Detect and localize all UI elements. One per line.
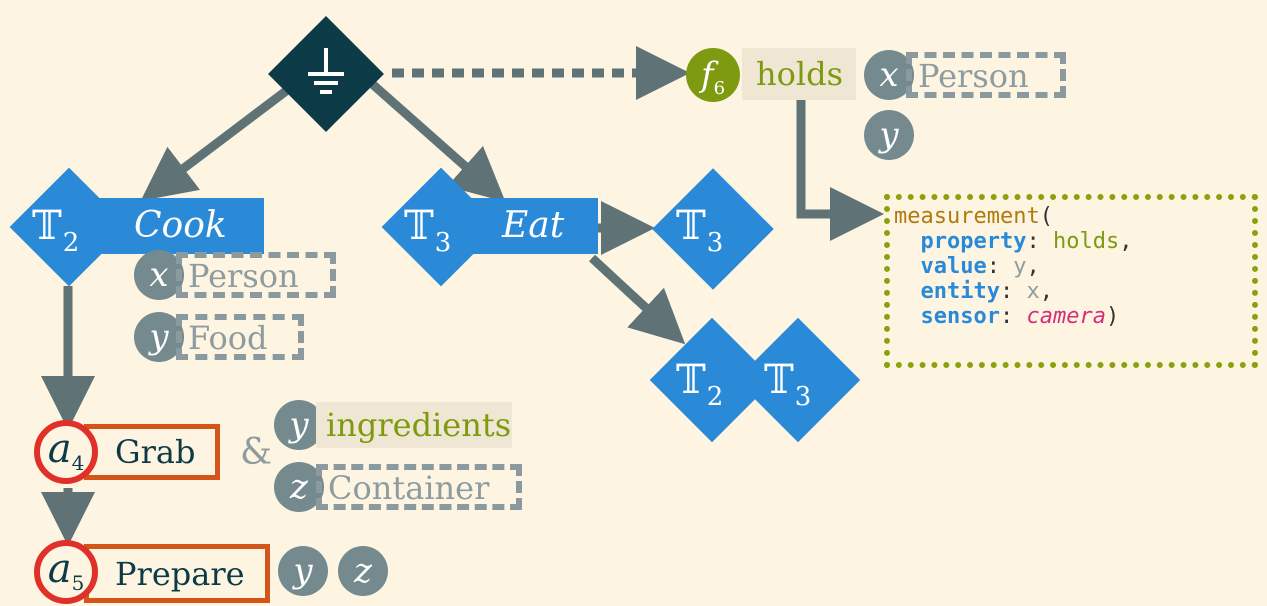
grab-arg-z-type: Container <box>316 464 522 510</box>
fluent-arg-y-var: y <box>864 110 914 160</box>
eat-node: 𝕋3 <box>381 167 501 287</box>
eat-child-pi-index: 3 <box>706 228 724 258</box>
fluent-symbol: f <box>700 55 714 95</box>
grab-symbol: a <box>47 426 72 472</box>
pair-child-1-node: 𝕋2 <box>649 317 775 443</box>
eat-pi: 𝕋3 <box>404 206 451 256</box>
ground-node <box>268 16 384 132</box>
measurement-value-val: y <box>1013 254 1027 279</box>
grab-arg-y-type: ingredients <box>316 402 512 448</box>
grab-arg-y-var: y <box>274 400 324 450</box>
grab-arg-z-var: z <box>274 462 324 512</box>
cook-arg-y-var: y <box>134 312 184 362</box>
measurement-entity-key: entity <box>920 279 1000 304</box>
grab-action-ring: a4 <box>34 420 98 484</box>
prepare-action-ring: a5 <box>34 540 98 604</box>
fluent-arg-x-var: x <box>864 50 914 100</box>
pair-child-2-pi: 𝕋3 <box>764 360 811 410</box>
fluent-badge: f6 <box>686 48 740 102</box>
measurement-sensor-val: camera <box>1026 304 1106 329</box>
ground-icon <box>308 48 344 94</box>
eat-pi-index: 3 <box>434 228 452 258</box>
eat-child-node: 𝕋3 <box>652 168 774 290</box>
measurement-box: measurement( property: holds, value: y, … <box>884 194 1258 368</box>
cook-arg-x-var: x <box>134 250 184 300</box>
cook-arg-y-type: Food <box>176 314 304 360</box>
pair-child-2-node: 𝕋3 <box>735 317 861 443</box>
measurement-sensor-key: sensor <box>920 304 1000 329</box>
edge-fluent-measurement <box>796 100 884 241</box>
measurement-property-key: property <box>920 229 1027 254</box>
prepare-arg-z-var: z <box>338 546 388 596</box>
grab-index: 4 <box>71 451 85 475</box>
eat-pi-symbol: 𝕋 <box>404 203 434 249</box>
measurement-close: ) <box>1105 304 1120 329</box>
measurement-open: ( <box>1039 204 1053 229</box>
prepare-arg-y-var: y <box>278 546 328 596</box>
pair-child-1-pi: 𝕋2 <box>676 360 723 410</box>
fluent-index: 6 <box>713 77 726 99</box>
measurement-fn: measurement <box>894 204 1040 229</box>
measurement-entity-val: x <box>1026 279 1040 304</box>
prepare-index: 5 <box>71 571 85 595</box>
eat-child-pi: 𝕋3 <box>676 206 723 256</box>
fluent-label: holds <box>742 48 856 100</box>
cook-node: 𝕋2 <box>9 167 129 287</box>
prepare-symbol: a <box>47 546 72 592</box>
grab-ampersand: & <box>240 432 273 473</box>
cook-pi: 𝕋2 <box>32 206 79 256</box>
pair-child-1-pi-symbol: 𝕋 <box>676 357 706 403</box>
measurement-value-key: value <box>920 254 987 279</box>
grab-label: Grab <box>84 424 220 480</box>
fluent-arg-x-type: Person <box>906 52 1066 98</box>
eat-child-pi-symbol: 𝕋 <box>676 203 706 249</box>
cook-arg-x-type: Person <box>176 252 336 298</box>
cook-pi-index: 2 <box>62 228 80 258</box>
pair-child-1-pi-index: 2 <box>706 382 724 412</box>
prepare-label: Prepare <box>84 544 270 603</box>
pair-child-2-pi-symbol: 𝕋 <box>764 357 794 403</box>
measurement-property-val: holds <box>1052 229 1120 254</box>
edge-ground-eat <box>367 78 506 202</box>
cook-pi-symbol: 𝕋 <box>32 203 62 249</box>
edge-eat-pair <box>588 254 686 345</box>
edge-ground-cook <box>140 84 293 201</box>
pair-child-2-pi-index: 3 <box>794 382 812 412</box>
